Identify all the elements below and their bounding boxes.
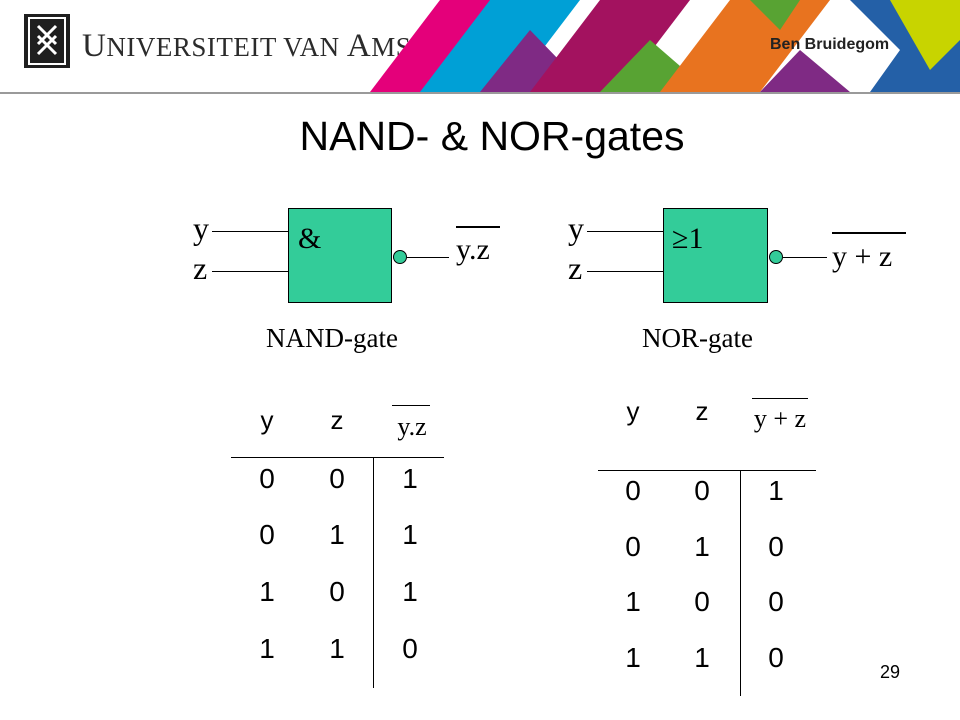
nor-cell: 0	[768, 642, 784, 673]
slide-header: UNIVERSITEIT VAN AMSTERDAM Ben Bruidegom	[0, 0, 960, 93]
nor-wire-z	[587, 271, 664, 272]
nor-cell: 1	[694, 531, 710, 562]
nor-cell: 1	[625, 642, 641, 673]
nand-cell: 0	[259, 463, 275, 494]
nand-cell: 1	[402, 519, 418, 550]
nor-cell: 0	[625, 531, 641, 562]
nand-header-overbar	[392, 405, 430, 406]
nand-header-output: y.z	[397, 412, 427, 441]
nand-caption: NAND-gate	[266, 323, 398, 353]
nand-output-overbar	[456, 226, 500, 228]
nor-symbol: ≥1	[672, 222, 704, 255]
nand-cell: 1	[329, 633, 345, 664]
nor-header-overbar	[752, 398, 808, 399]
slide-title: NAND- & NOR-gates	[299, 113, 685, 159]
nand-wire-z	[212, 271, 289, 272]
nor-output-expression: y + z	[832, 240, 893, 273]
nor-output-overbar	[832, 232, 906, 234]
nand-output-expression: y.z	[456, 233, 490, 266]
nand-symbol: &	[298, 222, 322, 255]
nand-cell: 1	[402, 576, 418, 607]
nor-cell: 1	[694, 642, 710, 673]
nand-cell: 1	[259, 633, 275, 664]
nand-header-rule	[231, 457, 444, 458]
nor-cell: 0	[768, 531, 784, 562]
nand-wire-output	[407, 257, 449, 258]
header-divider	[0, 92, 960, 94]
nor-header-y: y	[626, 396, 640, 426]
nor-wire-y	[587, 231, 664, 232]
nand-cell: 0	[259, 519, 275, 550]
nand-header-y: y	[260, 405, 274, 435]
nor-cell: 0	[694, 586, 710, 617]
nor-cell: 0	[694, 475, 710, 506]
page-number: 29	[880, 662, 901, 682]
nand-cell: 0	[329, 463, 345, 494]
nor-input-y-label: y	[568, 210, 584, 246]
nor-column-rule	[740, 470, 741, 696]
nor-cell: 0	[625, 475, 641, 506]
nor-header-z: z	[695, 396, 709, 426]
nor-wire-output	[783, 257, 827, 258]
nand-gate-box	[288, 208, 392, 303]
uva-logo	[24, 14, 70, 68]
nor-caption: NOR-gate	[642, 323, 753, 353]
nand-cell: 1	[259, 576, 275, 607]
header-banner-graphic	[370, 0, 960, 92]
nor-input-z-label: z	[568, 250, 583, 286]
nand-header-z: z	[330, 405, 344, 435]
nand-input-z-label: z	[193, 250, 208, 286]
nand-column-rule	[373, 457, 374, 688]
nand-cell: 0	[402, 633, 418, 664]
nor-inversion-bubble	[769, 250, 783, 264]
nand-cell: 0	[329, 576, 345, 607]
nor-cell: 0	[768, 586, 784, 617]
nor-gate-box	[663, 208, 768, 303]
nor-header-output: y + z	[753, 404, 807, 433]
nand-input-y-label: y	[193, 210, 209, 246]
nor-header-rule	[598, 470, 816, 471]
author-name: Ben Bruidegom	[770, 36, 890, 53]
nand-cell: 1	[402, 463, 418, 494]
nand-wire-y	[212, 231, 289, 232]
nand-inversion-bubble	[393, 250, 407, 264]
nor-cell: 1	[768, 475, 784, 506]
nor-cell: 1	[625, 586, 641, 617]
nand-cell: 1	[329, 519, 345, 550]
